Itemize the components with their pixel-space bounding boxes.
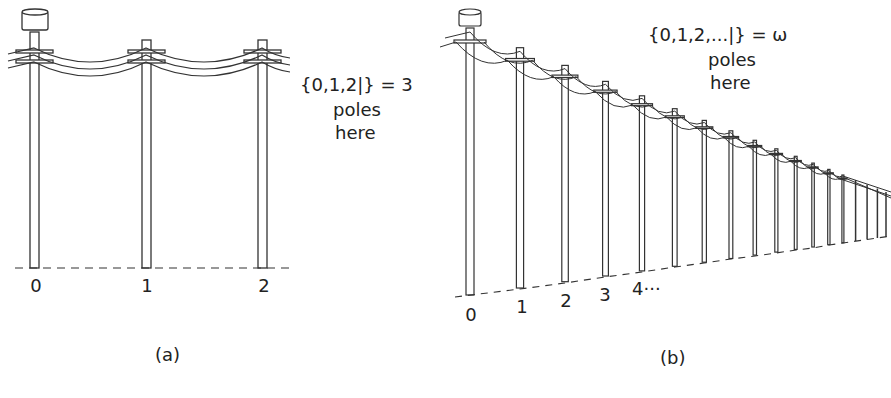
ground-line-a — [15, 267, 295, 268]
wires-a — [8, 48, 290, 76]
pole-number: 4··· — [632, 279, 661, 299]
panel-label: (a) — [155, 345, 180, 365]
note-text: here — [335, 123, 376, 143]
pole-number: 0 — [30, 276, 41, 296]
note-text: here — [710, 73, 751, 93]
pole-number: 0 — [465, 305, 476, 325]
note-text: poles — [333, 100, 381, 120]
panel-label: (b) — [660, 348, 685, 368]
set-equation: {0,1,2,...|} = ω — [648, 25, 787, 45]
pole-number: 3 — [599, 285, 610, 305]
pole-number: 1 — [141, 276, 152, 296]
set-equation: {0,1,2|} = 3 — [300, 75, 413, 95]
poles-a — [16, 9, 281, 268]
pole-number: 1 — [516, 297, 527, 317]
pole-number: 2 — [258, 276, 269, 296]
note-text: poles — [708, 50, 756, 70]
ground-line-b — [455, 236, 891, 297]
wires-b — [440, 32, 891, 198]
poles-b — [454, 9, 847, 295]
pole-number: 2 — [560, 291, 571, 311]
